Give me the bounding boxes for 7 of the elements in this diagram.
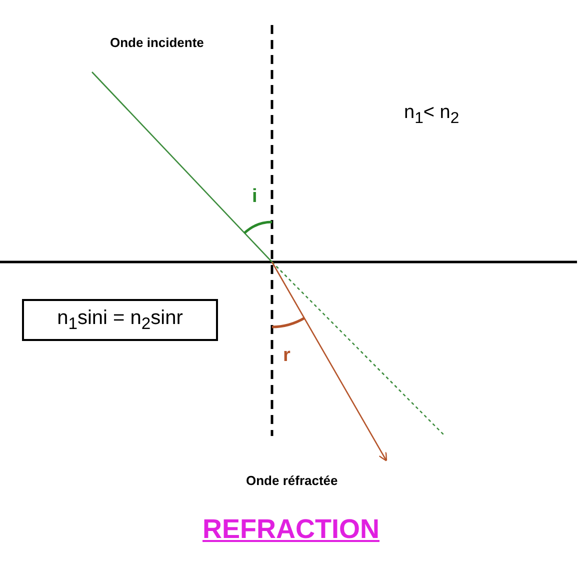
index-relation: n$_{1}$< n$_{2}$ [404,102,460,128]
ray-label: Onde réfractée [246,473,338,488]
angle-label: i [252,186,258,208]
title: REFRACTION [202,514,380,544]
formula-box: n$_{1}$sini = n$_{2}$sinr [22,299,218,341]
angle-label: r [283,345,290,367]
ray-label: Onde incidente [110,35,204,50]
